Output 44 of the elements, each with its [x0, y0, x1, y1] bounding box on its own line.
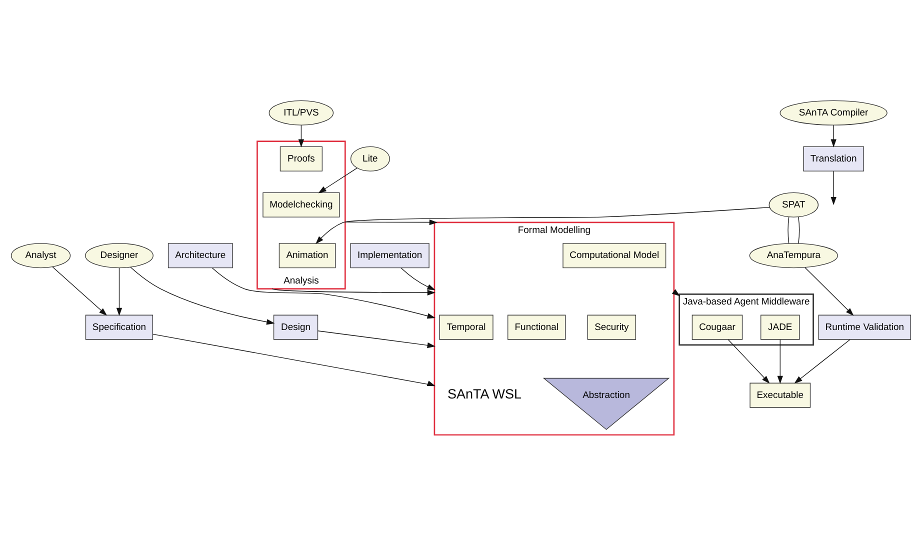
arrow [830, 124, 836, 148]
arrow [52, 266, 108, 316]
arrow [130, 266, 275, 325]
arrow [777, 339, 783, 384]
node-box: Computational Model [562, 243, 666, 268]
arrow [298, 124, 304, 148]
node-box: Translation [803, 146, 864, 172]
node-box: Proofs [280, 146, 322, 172]
arrow [152, 334, 436, 386]
arrow [318, 330, 436, 348]
arrow [316, 206, 770, 244]
node-ellipse: ITL/PVS [268, 100, 334, 126]
node-box: Implementation [350, 243, 430, 268]
connector [798, 216, 800, 244]
arrow [272, 288, 436, 296]
arrow [804, 267, 854, 316]
arrow [318, 168, 358, 194]
node-box: Security [587, 314, 636, 340]
node-box: Animation [278, 243, 336, 268]
arrow [212, 268, 436, 319]
node-box: Specification [85, 314, 154, 340]
node-box: Architecture [168, 243, 233, 268]
node-box: JADE [760, 314, 800, 340]
node-box: Temporal [439, 314, 494, 340]
arrow [830, 170, 836, 206]
node-box: Functional [508, 314, 566, 340]
node-box: Runtime Validation [818, 314, 912, 340]
arrow [794, 339, 850, 384]
node-ellipse: SAnTA Compiler [780, 100, 888, 126]
node-box: Modelchecking [262, 192, 340, 218]
node-box: Executable [750, 382, 811, 408]
arrow [728, 339, 770, 384]
node-ellipse: AnaTempura [749, 243, 838, 268]
node-text: SAnTA WSL [447, 386, 522, 402]
node-box: Cougaar [692, 314, 743, 340]
arrow [400, 268, 436, 290]
node-ellipse: Lite [350, 146, 390, 172]
connector [788, 216, 790, 244]
node-ellipse: SPAT [768, 192, 819, 218]
node-ellipse: Analyst [10, 243, 71, 268]
node-ellipse: Designer [85, 243, 154, 268]
node-box: Design [273, 314, 318, 340]
arrow [344, 219, 438, 226]
arrow [116, 268, 122, 316]
